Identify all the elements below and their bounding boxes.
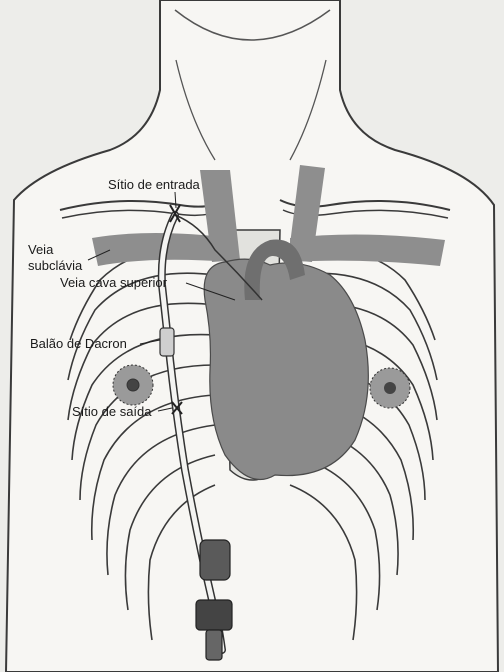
connector-hub bbox=[196, 600, 232, 630]
connector-clamp bbox=[200, 540, 230, 580]
label-subclavian-line1: Veia bbox=[28, 242, 53, 257]
connector-tip bbox=[206, 630, 222, 660]
label-superior-vena-cava: Veia cava superior bbox=[60, 275, 167, 290]
label-entry-site: Sítio de entrada bbox=[108, 177, 200, 192]
dacron-cuff-right bbox=[370, 368, 410, 408]
label-exit-site: Sítio de saída bbox=[72, 404, 152, 419]
label-subclavian-line2: subclávia bbox=[28, 258, 82, 273]
heart bbox=[204, 259, 368, 479]
catheter-cuff bbox=[160, 328, 174, 356]
dacron-cuff-left bbox=[113, 365, 153, 405]
label-dacron-cuff: Balão de Dacron bbox=[30, 336, 127, 351]
